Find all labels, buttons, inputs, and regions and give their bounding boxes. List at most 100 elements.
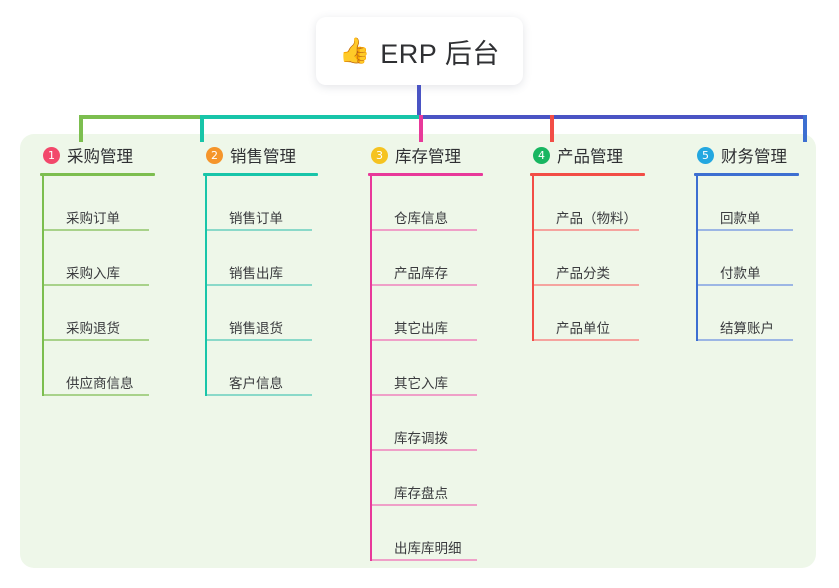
leaf-item[interactable]: 采购入库 bbox=[44, 231, 190, 286]
leaf-label: 产品库存 bbox=[394, 266, 448, 281]
leaf-label: 库存盘点 bbox=[394, 486, 448, 501]
leaf-rule bbox=[372, 559, 477, 561]
leaf-item[interactable]: 产品库存 bbox=[372, 231, 518, 286]
leaf-rule bbox=[207, 229, 312, 231]
leaf-rule bbox=[207, 284, 312, 286]
leaf-item[interactable]: 其它出库 bbox=[372, 286, 518, 341]
leaf-item[interactable]: 采购订单 bbox=[44, 176, 190, 231]
leaf-label: 产品分类 bbox=[556, 266, 610, 281]
leaf-item[interactable]: 产品分类 bbox=[534, 231, 680, 286]
leaf-item[interactable]: 客户信息 bbox=[207, 341, 353, 396]
column-title-4: 产品管理 bbox=[557, 148, 623, 166]
leaf-label: 采购入库 bbox=[66, 266, 120, 281]
stub-connector-5 bbox=[803, 115, 807, 142]
stub-connector-3 bbox=[419, 115, 423, 142]
column-badge-3: 3 bbox=[371, 146, 388, 164]
column-rule-4 bbox=[530, 173, 645, 176]
leaf-label: 付款单 bbox=[720, 266, 761, 281]
leaf-rule bbox=[372, 284, 477, 286]
column-rule-3 bbox=[368, 173, 483, 176]
leaf-item[interactable]: 仓库信息 bbox=[372, 176, 518, 231]
leaf-rule bbox=[698, 284, 793, 286]
leaf-rule bbox=[207, 394, 312, 396]
root-stem-connector bbox=[417, 85, 421, 118]
leaf-label: 销售订单 bbox=[229, 211, 283, 226]
leaf-item[interactable]: 库存盘点 bbox=[372, 451, 518, 506]
column-badge-5: 5 bbox=[697, 146, 714, 164]
leaf-item[interactable]: 产品单位 bbox=[534, 286, 680, 341]
leaf-rule bbox=[372, 394, 477, 396]
leaf-item[interactable]: 回款单 bbox=[698, 176, 834, 231]
column-4: 4 产品管理产品（物料） 产品分类产品单位 bbox=[530, 142, 680, 341]
leaf-rule bbox=[372, 449, 477, 451]
column-5: 5 财务管理回款单付款单结算账户 bbox=[694, 142, 834, 341]
leaf-list-3: 仓库信息产品库存其它出库其它入库库存调拨库存盘点出库库明细 bbox=[370, 176, 518, 561]
leaf-item[interactable]: 销售订单 bbox=[207, 176, 353, 231]
leaf-label: 结算账户 bbox=[720, 321, 774, 336]
leaf-rule bbox=[372, 229, 477, 231]
leaf-list-1: 采购订单采购入库采购退货供应商信息 bbox=[42, 176, 190, 396]
leaf-label: 仓库信息 bbox=[394, 211, 448, 226]
bus-segment-3 bbox=[419, 115, 805, 119]
column-rule-5 bbox=[694, 173, 799, 176]
root-title: ERP 后台 bbox=[380, 38, 500, 69]
leaf-label: 库存调拨 bbox=[394, 431, 448, 446]
leaf-item[interactable]: 采购退货 bbox=[44, 286, 190, 341]
leaf-label: 产品单位 bbox=[556, 321, 610, 336]
leaf-item[interactable]: 供应商信息 bbox=[44, 341, 190, 396]
leaf-label: 销售退货 bbox=[229, 321, 283, 336]
leaf-rule bbox=[44, 339, 149, 341]
leaf-label: 供应商信息 bbox=[66, 376, 134, 391]
leaf-rule bbox=[372, 504, 477, 506]
column-badge-4: 4 bbox=[533, 146, 550, 164]
root-node[interactable]: 👍 ERP 后台 bbox=[316, 17, 523, 85]
leaf-rule bbox=[44, 284, 149, 286]
leaf-label: 销售出库 bbox=[229, 266, 283, 281]
leaf-list-5: 回款单付款单结算账户 bbox=[696, 176, 834, 341]
leaf-item[interactable]: 产品（物料） bbox=[534, 176, 680, 231]
leaf-item[interactable]: 销售退货 bbox=[207, 286, 353, 341]
leaf-list-4: 产品（物料） 产品分类产品单位 bbox=[532, 176, 680, 341]
column-3: 3 库存管理仓库信息产品库存其它出库其它入库库存调拨库存盘点出库库明细 bbox=[368, 142, 518, 561]
column-title-5: 财务管理 bbox=[721, 148, 787, 166]
leaf-rule bbox=[698, 229, 793, 231]
leaf-item[interactable]: 其它入库 bbox=[372, 341, 518, 396]
leaf-label: 产品（物料） bbox=[556, 211, 637, 226]
leaf-item[interactable]: 结算账户 bbox=[698, 286, 834, 341]
leaf-rule bbox=[372, 339, 477, 341]
column-header-5[interactable]: 5 财务管理 bbox=[694, 142, 834, 168]
column-badge-1: 1 bbox=[43, 146, 60, 164]
leaf-rule bbox=[534, 229, 639, 231]
bus-segment-2 bbox=[200, 115, 419, 119]
column-badge-2: 2 bbox=[206, 146, 223, 164]
leaf-item[interactable]: 库存调拨 bbox=[372, 396, 518, 451]
column-title-1: 采购管理 bbox=[67, 148, 133, 166]
background-panel bbox=[20, 134, 816, 568]
leaf-label: 采购订单 bbox=[66, 211, 120, 226]
column-header-1[interactable]: 1 采购管理 bbox=[40, 142, 190, 168]
leaf-label: 其它入库 bbox=[394, 376, 448, 391]
stub-connector-4 bbox=[550, 115, 554, 142]
leaf-label: 回款单 bbox=[720, 211, 761, 226]
leaf-item[interactable]: 出库库明细 bbox=[372, 506, 518, 561]
thumbs-up-icon: 👍 bbox=[339, 36, 371, 65]
column-title-3: 库存管理 bbox=[395, 148, 461, 166]
leaf-rule bbox=[534, 339, 639, 341]
stub-connector-1 bbox=[79, 115, 83, 142]
leaf-rule bbox=[44, 394, 149, 396]
leaf-rule bbox=[534, 284, 639, 286]
column-1: 1 采购管理采购订单采购入库采购退货供应商信息 bbox=[40, 142, 190, 396]
leaf-rule bbox=[698, 339, 793, 341]
leaf-rule bbox=[44, 229, 149, 231]
column-header-3[interactable]: 3 库存管理 bbox=[368, 142, 518, 168]
leaf-label: 其它出库 bbox=[394, 321, 448, 336]
leaf-item[interactable]: 销售出库 bbox=[207, 231, 353, 286]
bus-segment-1 bbox=[79, 115, 200, 119]
column-header-4[interactable]: 4 产品管理 bbox=[530, 142, 680, 168]
leaf-label: 出库库明细 bbox=[394, 541, 462, 556]
leaf-item[interactable]: 付款单 bbox=[698, 231, 834, 286]
